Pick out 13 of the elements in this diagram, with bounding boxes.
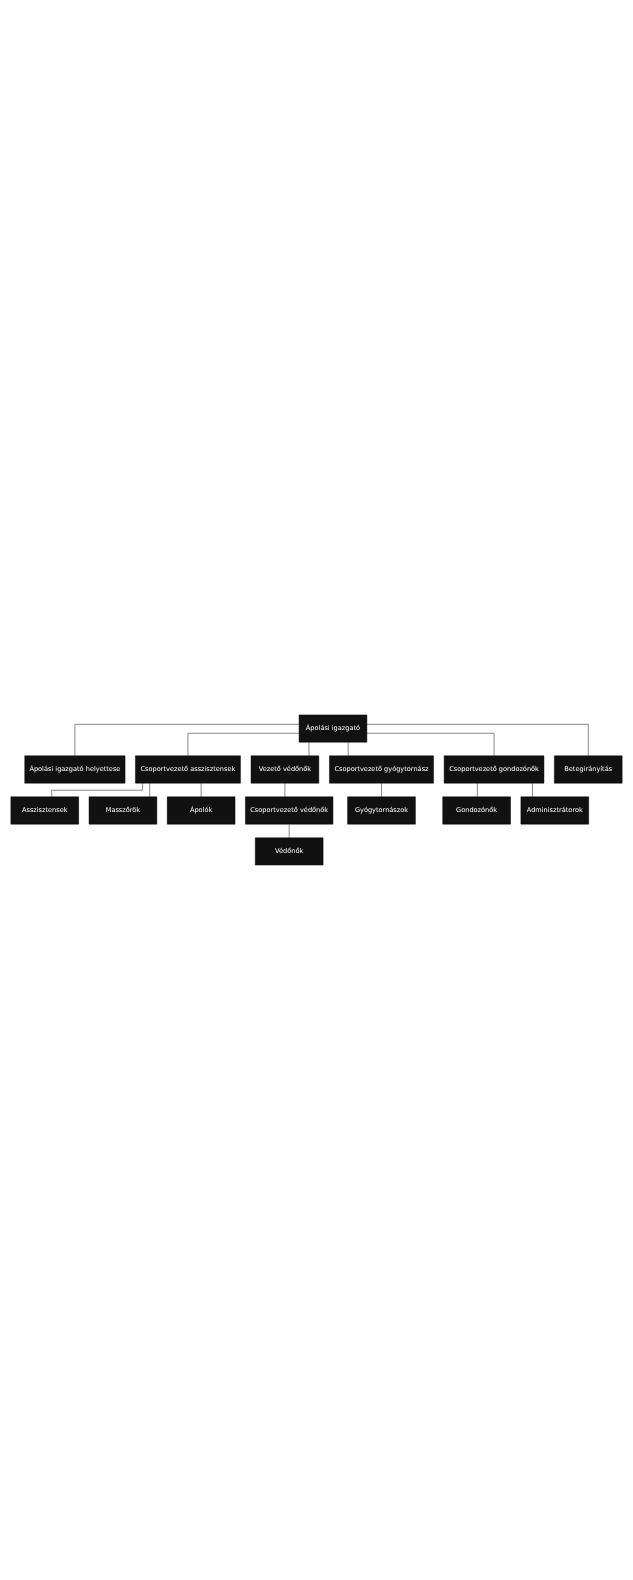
connector bbox=[366, 733, 495, 757]
connector bbox=[532, 783, 533, 797]
connector bbox=[74, 724, 300, 757]
connector bbox=[477, 783, 478, 797]
connector bbox=[284, 783, 286, 797]
connector bbox=[347, 742, 349, 757]
connector bbox=[381, 783, 382, 797]
connector bbox=[187, 733, 300, 757]
connector bbox=[149, 783, 150, 797]
connector bbox=[200, 783, 202, 797]
connector bbox=[308, 742, 310, 757]
connector bbox=[366, 724, 589, 757]
connector bbox=[288, 824, 290, 838]
